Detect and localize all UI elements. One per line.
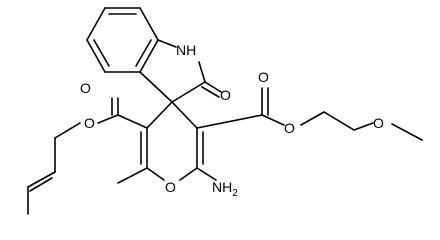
- allyl-ester: [27, 97, 148, 215]
- lactam-oxygen-label: O: [220, 87, 231, 103]
- allyl-ether-oxygen-label: O: [84, 115, 95, 131]
- amine-label: NH2: [212, 179, 238, 199]
- allyl-carbonyl-oxygen-label: O: [80, 80, 91, 96]
- ester-ether-oxygen-label: O: [284, 120, 295, 136]
- molecule-structure-diagram: NH O O O O O O O NH2: [27, 7, 423, 215]
- atom-labels: NH O O O O O O O NH2: [80, 42, 384, 199]
- methoxy-oxygen-label: O: [373, 115, 384, 131]
- pyran-ring: [117, 101, 217, 184]
- amine-subscript: 2: [232, 188, 238, 199]
- lactam-ring: [139, 39, 222, 103]
- ester-carbonyl-oxygen-label: O: [258, 69, 269, 85]
- pyran-oxygen-label: O: [165, 179, 176, 195]
- nh-label: NH: [176, 42, 196, 58]
- benzene-ring: [86, 7, 159, 73]
- methoxyethyl-ester: [196, 87, 423, 141]
